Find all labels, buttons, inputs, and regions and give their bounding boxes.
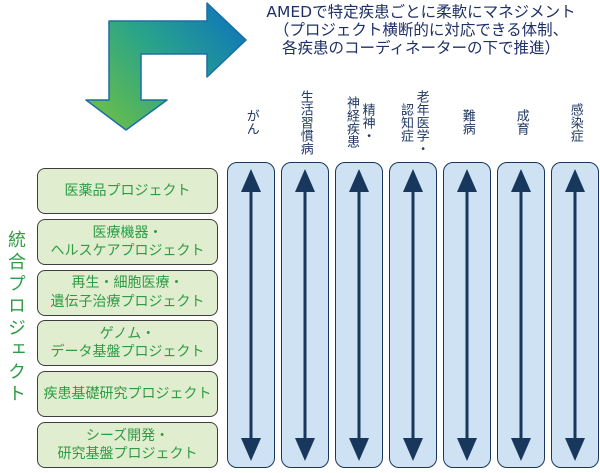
disease-header-cell: 生活習慣病	[281, 84, 329, 160]
disease-header-row: がん 生活習慣病 精神・ 神経疾患 老年医学・ 認知症 難病 成育 感染症	[227, 84, 599, 160]
disease-column-bar	[335, 162, 383, 468]
disease-header-cell: 感染症	[551, 84, 599, 160]
arrow-down-head-icon	[565, 438, 585, 461]
disease-column-bar	[281, 162, 329, 468]
disease-column-bar	[389, 162, 437, 468]
arrow-down-head-icon	[457, 438, 477, 461]
arrow-up-head-icon	[403, 169, 423, 192]
elbow-arrow-shape	[85, 2, 247, 131]
double-arrow-shaft	[411, 175, 415, 455]
disease-label: 老年医学・ 認知症	[398, 89, 429, 155]
project-label: シーズ開発・ 研究基盤プロジェクト	[57, 427, 198, 462]
project-label: 再生・細胞医療・ 遺伝子治療プロジェクト	[50, 275, 205, 310]
disease-column-bar	[443, 162, 491, 468]
double-arrow-shaft	[519, 175, 523, 455]
disease-header-cell: 精神・ 神経疾患	[335, 84, 383, 160]
management-note-line-1: AMEDで特定疾患ごとに柔軟にマネジメント	[266, 3, 576, 21]
double-arrow-shaft	[303, 175, 307, 455]
management-note-line-2: （プロジェクト横断的に対応できる体制、	[273, 21, 569, 39]
arrow-up-head-icon	[295, 169, 315, 192]
project-box-list: 医薬品プロジェクト 医療機器・ ヘルスケアプロジェクト 再生・細胞医療・ 遺伝子…	[37, 168, 218, 468]
disease-label: 成育	[513, 109, 529, 135]
disease-label: 難病	[459, 109, 475, 135]
project-box: シーズ開発・ 研究基盤プロジェクト	[37, 421, 218, 468]
disease-label: 感染症	[567, 102, 583, 142]
project-box: 再生・細胞医療・ 遺伝子治療プロジェクト	[37, 269, 218, 316]
management-note-line-3: 各疾患のコーディネーターの下で推進）	[282, 39, 560, 57]
arrow-down-head-icon	[295, 438, 315, 461]
elbow-gradient-arrow	[85, 2, 247, 131]
double-arrow-shaft	[249, 175, 253, 455]
project-box: 医療機器・ ヘルスケアプロジェクト	[37, 218, 218, 265]
double-arrow-shaft	[573, 175, 577, 455]
project-box: ゲノム・ データ基盤プロジェクト	[37, 320, 218, 367]
disease-column-bar	[227, 162, 275, 468]
arrow-down-head-icon	[349, 438, 369, 461]
disease-header-cell: がん	[227, 84, 275, 160]
disease-label: 精神・ 神経疾患	[344, 96, 375, 148]
arrow-down-head-icon	[511, 438, 531, 461]
disease-label: 生活習慣病	[297, 89, 313, 155]
arrow-up-head-icon	[511, 169, 531, 192]
project-box: 医薬品プロジェクト	[37, 168, 218, 214]
disease-header-cell: 成育	[497, 84, 545, 160]
project-box: 疾患基礎研究プロジェクト	[37, 371, 218, 418]
project-label: 医療機器・ ヘルスケアプロジェクト	[50, 224, 205, 259]
disease-header-cell: 難病	[443, 84, 491, 160]
arrow-up-head-icon	[349, 169, 369, 192]
double-arrow-shaft	[357, 175, 361, 455]
disease-column-bar	[551, 162, 599, 468]
project-label: ゲノム・ データ基盤プロジェクト	[50, 326, 205, 361]
double-arrow-shaft	[465, 175, 469, 455]
integrated-projects-axis-label: 統合プロジェクト	[5, 230, 26, 406]
project-label: 疾患基礎研究プロジェクト	[43, 386, 212, 403]
disease-bar-row	[227, 162, 599, 468]
disease-header-cell: 老年医学・ 認知症	[389, 84, 437, 160]
disease-column-bar	[497, 162, 545, 468]
arrow-down-head-icon	[403, 438, 423, 461]
arrow-up-head-icon	[241, 169, 261, 192]
disease-label: がん	[243, 109, 259, 135]
management-note: AMEDで特定疾患ごとに柔軟にマネジメント （プロジェクト横断的に対応できる体制…	[245, 3, 597, 57]
arrow-up-head-icon	[565, 169, 585, 192]
arrow-down-head-icon	[241, 438, 261, 461]
arrow-up-head-icon	[457, 169, 477, 192]
project-label: 医薬品プロジェクト	[64, 182, 191, 199]
